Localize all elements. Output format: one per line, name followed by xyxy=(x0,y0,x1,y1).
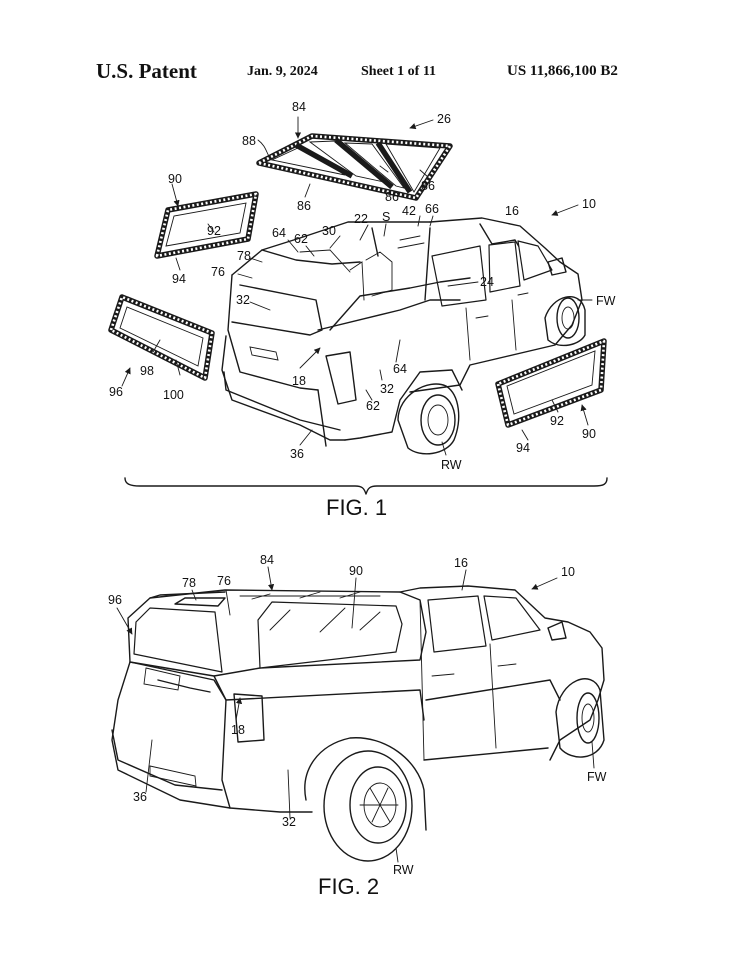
figure-1-drawing: 84 26 88 86 86 86 90 92 94 10 16 42 66 2… xyxy=(108,100,616,520)
fig1-label-98: 98 xyxy=(140,364,154,378)
fig1-label-16: 16 xyxy=(505,204,519,218)
fig1-label-32a: 32 xyxy=(236,293,250,307)
fig1-label-10: 10 xyxy=(582,197,596,211)
side-window-right xyxy=(495,338,607,428)
fig1-label-84: 84 xyxy=(292,100,306,114)
fig2-label-FW: FW xyxy=(587,770,607,784)
fig1-label-32b: 32 xyxy=(380,382,394,396)
fig1-label-18: 18 xyxy=(292,374,306,388)
header-patent-number: US 11,866,100 B2 xyxy=(507,63,618,79)
fig1-label-22: 22 xyxy=(354,212,368,226)
fig1-bracket xyxy=(124,477,608,495)
fig2-arrows xyxy=(116,566,558,721)
fig2-label-90: 90 xyxy=(349,564,363,578)
fig1-label-78: 78 xyxy=(237,249,251,263)
fig1-label-86b: 86 xyxy=(385,190,399,204)
fig1-label-86c: 86 xyxy=(421,179,435,193)
fig1-caption: FIG. 1 xyxy=(326,495,387,520)
fig1-label-RW: RW xyxy=(441,458,462,472)
fig1-label-64b: 64 xyxy=(393,362,407,376)
fig2-label-RW: RW xyxy=(393,863,414,877)
figure-2-drawing: 84 90 16 10 78 76 96 18 36 32 FW RW FIG.… xyxy=(108,553,607,899)
fig2-label-10: 10 xyxy=(561,565,575,579)
fig2-label-16: 16 xyxy=(454,556,468,570)
fig2-label-36: 36 xyxy=(133,790,147,804)
fig2-caption: FIG. 2 xyxy=(318,874,379,899)
fig2-label-18: 18 xyxy=(231,723,245,737)
fig2-label-78: 78 xyxy=(182,576,196,590)
truck-body-fig2 xyxy=(111,585,605,862)
truck-body-fig1 xyxy=(221,217,586,455)
fig1-label-66: 66 xyxy=(425,202,439,216)
fig1-label-62b: 62 xyxy=(366,399,380,413)
fig1-label-36: 36 xyxy=(290,447,304,461)
fig1-label-94a: 94 xyxy=(172,272,186,286)
fig1-label-30: 30 xyxy=(322,224,336,238)
fig2-label-76: 76 xyxy=(217,574,231,588)
roof-panel-assembly xyxy=(256,133,453,201)
fig1-label-62a: 62 xyxy=(294,232,308,246)
fig2-label-84: 84 xyxy=(260,553,274,567)
fig1-label-92b: 92 xyxy=(550,414,564,428)
fig1-leaders xyxy=(152,139,593,456)
fig1-label-94b: 94 xyxy=(516,441,530,455)
fig1-label-42: 42 xyxy=(402,204,416,218)
fig1-label-90a: 90 xyxy=(168,172,182,186)
fig1-label-86a: 86 xyxy=(297,199,311,213)
fig1-label-24: 24 xyxy=(480,275,494,289)
fig1-label-FW: FW xyxy=(596,294,616,308)
fig1-label-26: 26 xyxy=(437,112,451,126)
fig1-label-S: S xyxy=(382,210,390,224)
header-date: Jan. 9, 2024 xyxy=(247,64,318,79)
fig1-arrows xyxy=(121,116,589,426)
header-sheet-count: Sheet 1 of 11 xyxy=(361,64,437,79)
fig2-label-32: 32 xyxy=(282,815,296,829)
fig1-label-64a: 64 xyxy=(272,226,286,240)
fig1-label-100: 100 xyxy=(163,388,184,402)
fig1-label-90b: 90 xyxy=(582,427,596,441)
fig2-leaders xyxy=(145,569,595,863)
fig1-label-92a: 92 xyxy=(207,224,221,238)
fig1-label-96: 96 xyxy=(109,385,123,399)
side-window-left-upper xyxy=(154,191,259,259)
rear-window-panel xyxy=(108,294,215,381)
header-patent-title: U.S. Patent xyxy=(96,59,197,83)
fig2-label-96: 96 xyxy=(108,593,122,607)
fig1-label-76: 76 xyxy=(211,265,225,279)
fig1-label-88: 88 xyxy=(242,134,256,148)
